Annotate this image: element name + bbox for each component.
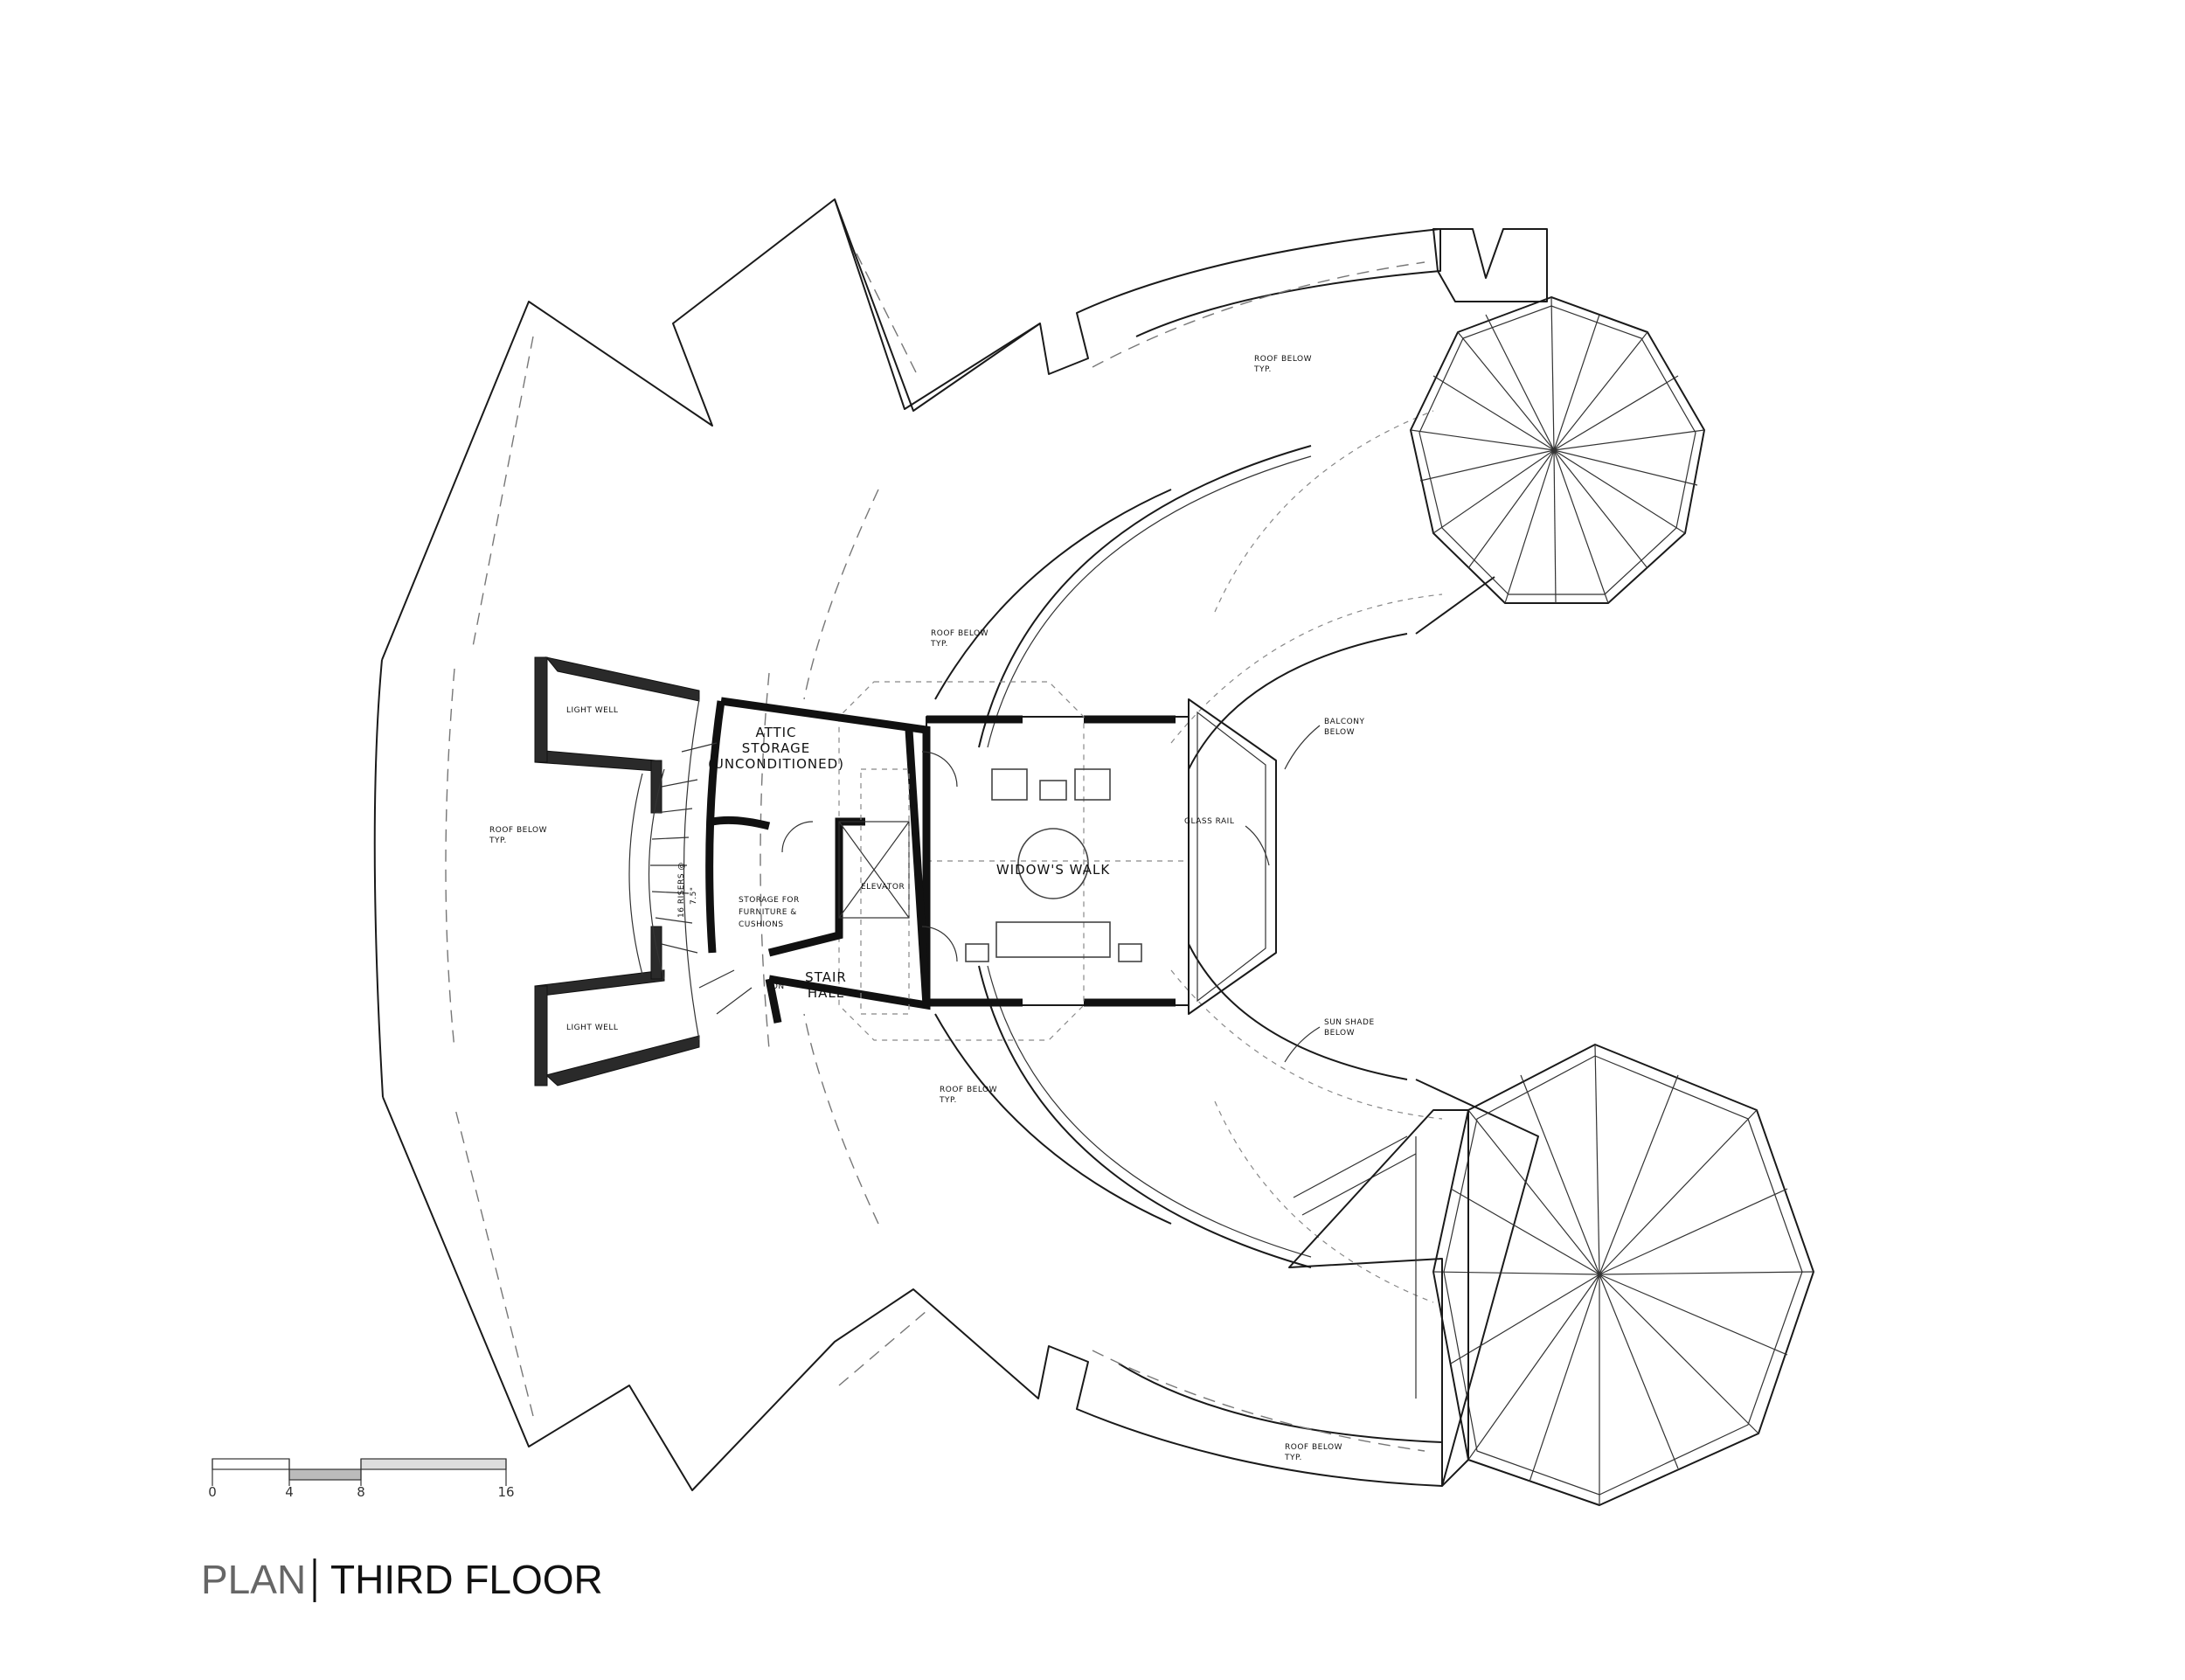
label-attic-1: ATTIC bbox=[755, 725, 796, 740]
note-balcony-1: BALCONY bbox=[1324, 718, 1364, 726]
title-floor-name: THIRD FLOOR bbox=[330, 1557, 603, 1602]
octagon-roof-lower bbox=[1288, 1044, 1814, 1506]
note-sunshade-2: BELOW bbox=[1324, 1029, 1355, 1038]
note-roof-low-1: ROOF BELOW bbox=[940, 1086, 997, 1094]
roof-outline bbox=[373, 198, 1443, 1491]
note-roof-mid-1: ROOF BELOW bbox=[931, 629, 988, 638]
scale-tick-16: 16 bbox=[497, 1484, 514, 1500]
note-roof-br-2: TYP. bbox=[1284, 1454, 1302, 1462]
core-walls bbox=[705, 697, 958, 1024]
scale-tick-4: 4 bbox=[285, 1484, 294, 1500]
label-stair-2: HALL bbox=[808, 985, 844, 1001]
label-stair-1: STAIR bbox=[805, 969, 847, 985]
stair-and-lightwells bbox=[534, 656, 753, 1086]
label-storage-2: FURNITURE & bbox=[739, 908, 797, 917]
label-storage-1: STORAGE FOR bbox=[739, 896, 800, 905]
note-roof-mid-2: TYP. bbox=[930, 640, 948, 649]
label-widows-walk: WIDOW'S WALK bbox=[996, 862, 1110, 878]
ring-balcony bbox=[978, 445, 1539, 1487]
note-roof-low-2: TYP. bbox=[939, 1096, 957, 1105]
label-storage-3: CUSHIONS bbox=[739, 920, 784, 929]
note-roof-left-1: ROOF BELOW bbox=[489, 826, 547, 835]
note-risers-1: 16 RISERS @ bbox=[677, 862, 686, 918]
scale-tick-0: 0 bbox=[208, 1484, 217, 1500]
note-roof-top-1: ROOF BELOW bbox=[1254, 355, 1312, 364]
note-roof-left-2: TYP. bbox=[489, 837, 507, 845]
widows-walk-room bbox=[838, 681, 1277, 1041]
note-roof-br-1: ROOF BELOW bbox=[1285, 1443, 1342, 1452]
title-prefix: PLAN bbox=[201, 1557, 306, 1602]
dashed-walls-below bbox=[445, 253, 1434, 1452]
label-down: DN bbox=[772, 982, 785, 991]
note-roof-top-2: TYP. bbox=[1253, 365, 1272, 374]
drawing-title: PLAN THIRD FLOOR bbox=[201, 1557, 603, 1602]
label-light-well-upper: LIGHT WELL bbox=[566, 706, 618, 715]
label-attic-2: STORAGE bbox=[742, 740, 810, 756]
note-sunshade-1: SUN SHADE bbox=[1324, 1018, 1375, 1027]
label-attic-3: (UNCONDITIONED) bbox=[708, 756, 844, 772]
note-balcony-2: BELOW bbox=[1324, 728, 1355, 737]
annotation-notes: ROOF BELOW TYP. ROOF BELOW TYP. ROOF BEL… bbox=[489, 355, 1375, 1462]
note-risers-2: 7.5" bbox=[690, 887, 698, 905]
octagon-roof-upper bbox=[1410, 228, 1705, 604]
label-light-well-lower: LIGHT WELL bbox=[566, 1024, 618, 1032]
scale-bar: 0 4 8 16 bbox=[208, 1458, 515, 1500]
note-glass-rail: GLASS RAIL bbox=[1184, 817, 1234, 826]
label-elevator: ELEVATOR bbox=[861, 883, 905, 892]
room-labels: LIGHT WELL LIGHT WELL ATTIC STORAGE (UNC… bbox=[566, 706, 1110, 1032]
scale-tick-8: 8 bbox=[357, 1484, 365, 1500]
